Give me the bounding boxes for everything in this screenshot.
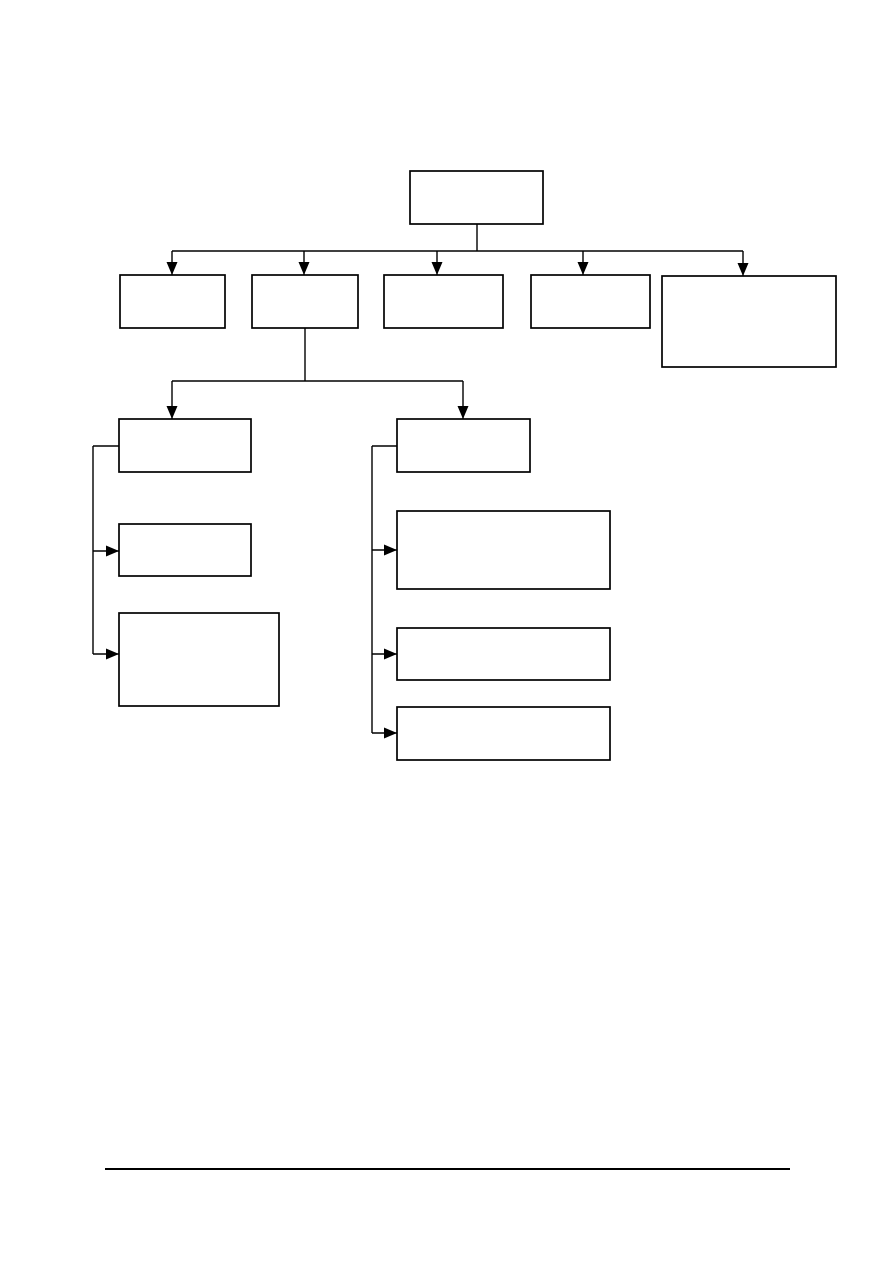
- flowchart-box-right-group-head: [396, 418, 531, 473]
- flowchart-box-level2-box-1: [119, 274, 226, 329]
- flowchart-box-right-item-3: [396, 706, 611, 761]
- flowchart-box-right-item-1: [396, 510, 611, 590]
- flowchart-box-level2-box-4: [530, 274, 651, 329]
- flowchart-box-level2-box-2: [251, 274, 359, 329]
- flowchart-box-right-item-2: [396, 627, 611, 681]
- flowchart-box-left-item-1: [118, 523, 252, 577]
- flowchart-box-left-item-2: [118, 612, 280, 707]
- flowchart-box-level2-box-5: [661, 275, 837, 368]
- box-layer: [118, 170, 837, 761]
- connector-layer: [92, 224, 749, 739]
- flowchart-box-root: [409, 170, 544, 225]
- flowchart-box-left-group-head: [118, 418, 252, 473]
- flowchart-box-level2-box-3: [383, 274, 504, 329]
